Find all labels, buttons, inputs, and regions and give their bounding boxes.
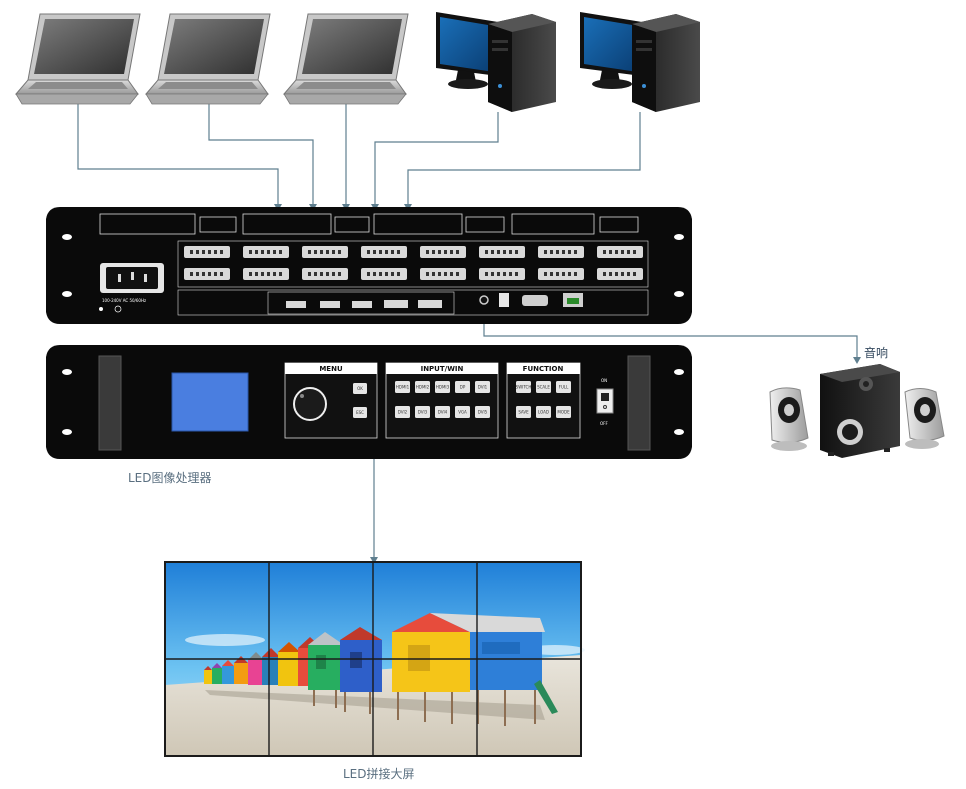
dvi-port xyxy=(420,268,466,280)
input-button[interactable] xyxy=(435,406,450,418)
laptop-icon xyxy=(282,13,409,105)
dvi-port xyxy=(361,268,407,280)
menu-button-label: OK xyxy=(357,386,363,391)
function-title: FUNCTION xyxy=(523,365,564,373)
input-button-label: DP xyxy=(460,385,466,390)
lcd-screen xyxy=(171,372,249,432)
input-button-label: HDMI3 xyxy=(436,385,450,390)
dvi-port xyxy=(361,246,407,258)
input-button[interactable] xyxy=(475,381,490,393)
function-button[interactable] xyxy=(516,381,531,393)
laptop-icon xyxy=(144,13,271,105)
dvi-port xyxy=(597,268,643,280)
hdmi-ports xyxy=(286,300,442,308)
dvi-port xyxy=(597,246,643,258)
right-handle xyxy=(627,355,651,451)
desktop-pc-icon xyxy=(580,12,700,112)
subwoofer xyxy=(820,364,900,458)
dvi-port xyxy=(243,246,289,258)
usb-port xyxy=(499,293,509,307)
power-socket: 100-240V AC 50/60Hz xyxy=(99,263,164,313)
function-button[interactable] xyxy=(536,406,551,418)
left-handle xyxy=(98,355,122,451)
dvi-port xyxy=(538,246,584,258)
input-button[interactable] xyxy=(395,381,410,393)
input-button[interactable] xyxy=(455,381,470,393)
serial-port xyxy=(522,295,548,306)
beach-huts xyxy=(204,613,558,726)
function-button[interactable] xyxy=(536,381,551,393)
dvi-port xyxy=(184,246,230,258)
dvi-port xyxy=(479,268,525,280)
connector-lines xyxy=(77,104,858,558)
function-button[interactable] xyxy=(516,406,531,418)
menu-knob[interactable] xyxy=(293,387,327,421)
menu-button[interactable] xyxy=(353,407,367,418)
menu-button-label: ESC xyxy=(356,410,364,415)
processor-rear-panel: 100-240V AC 50/60Hz xyxy=(46,207,692,324)
arrow-speaker xyxy=(853,357,861,364)
led-video-wall xyxy=(164,561,585,757)
off-label: OFF xyxy=(600,421,608,426)
desktop-pc-icon xyxy=(436,12,556,112)
input-button[interactable] xyxy=(475,406,490,418)
processor-front-panel: MENU OK ESC INPUT/WIN HDMI1 HDMI2 HDMI3 DP DV… xyxy=(46,345,692,459)
left-speaker xyxy=(769,387,809,451)
menu-title: MENU xyxy=(319,365,343,373)
laptop-icon xyxy=(14,13,141,105)
speaker-system-icon xyxy=(769,364,945,458)
dvi-port xyxy=(479,246,525,258)
input-button-label: DVI4 xyxy=(438,410,448,415)
function-button-label: SAVE xyxy=(518,410,529,415)
on-label: ON xyxy=(601,378,607,383)
function-button-label: FULL xyxy=(559,385,569,390)
dvi-port xyxy=(302,268,348,280)
input-button[interactable] xyxy=(455,406,470,418)
dvi-input-ports xyxy=(184,246,643,280)
input-button[interactable] xyxy=(415,381,430,393)
input-button-label: HDMI2 xyxy=(416,385,430,390)
line-laptop-1 xyxy=(77,104,279,205)
audio-out-port xyxy=(479,295,489,305)
function-button-label: LOAD xyxy=(538,410,549,415)
input-button-label: HDMI1 xyxy=(396,385,410,390)
function-button[interactable] xyxy=(556,381,571,393)
input-button-label: DVI1 xyxy=(478,385,488,390)
input-button-label: DVI5 xyxy=(478,410,488,415)
dvi-port xyxy=(184,268,230,280)
line-laptop-2 xyxy=(208,104,314,205)
input-button-label: DVI2 xyxy=(398,410,408,415)
input-button-label: DVI3 xyxy=(418,410,428,415)
input-button[interactable] xyxy=(415,406,430,418)
dvi-port xyxy=(243,268,289,280)
menu-button[interactable] xyxy=(353,383,367,394)
right-speaker xyxy=(904,388,945,449)
arrow-video-wall xyxy=(370,557,378,564)
function-button-label: SCALE xyxy=(537,385,550,390)
function-buttons: SWITCH SCALE FULL SAVE LOAD MODE xyxy=(516,381,571,418)
speaker-label: 音响 xyxy=(864,346,889,360)
input-button[interactable] xyxy=(435,381,450,393)
function-button-label: MODE xyxy=(557,410,570,415)
power-spec-label: 100-240V AC 50/60Hz xyxy=(102,298,146,303)
video-wall-tile-grid xyxy=(164,561,582,757)
dvi-port xyxy=(538,268,584,280)
processor-label: LED图像处理器 xyxy=(128,471,212,485)
video-wall-label: LED拼接大屏 xyxy=(343,767,415,781)
menu-buttons: OK ESC xyxy=(353,383,367,418)
input-button-label: VGA xyxy=(458,410,467,415)
function-button[interactable] xyxy=(556,406,571,418)
dvi-port xyxy=(302,246,348,258)
function-button-label: SWITCH xyxy=(516,385,532,390)
input-button[interactable] xyxy=(395,406,410,418)
line-pc-1 xyxy=(374,112,499,205)
dvi-port xyxy=(420,246,466,258)
line-pc-2 xyxy=(407,112,641,205)
input-title: INPUT/WIN xyxy=(421,365,464,373)
